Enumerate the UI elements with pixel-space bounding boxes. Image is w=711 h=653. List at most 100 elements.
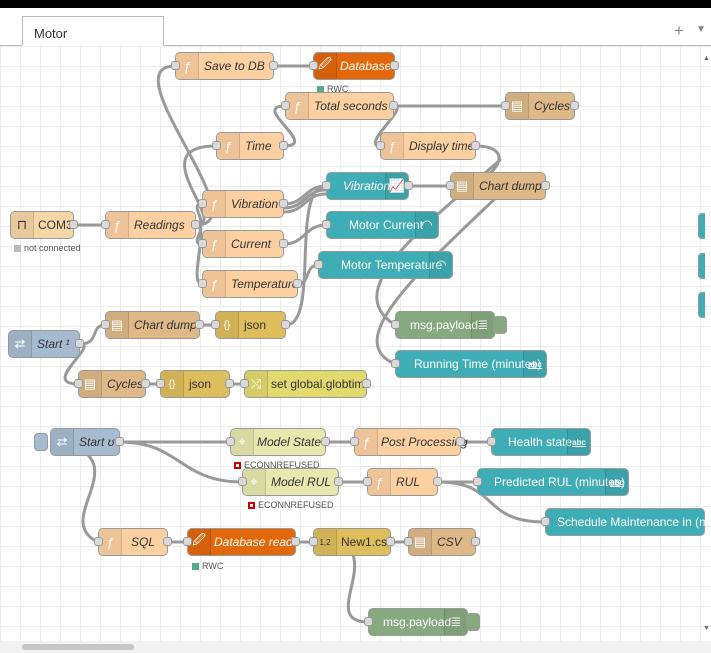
chevron-down-icon[interactable]: ▼ bbox=[696, 24, 706, 35]
node-msg-payload2[interactable]: msg.payload ≣ bbox=[364, 608, 468, 636]
input-port[interactable] bbox=[101, 220, 110, 229]
debug-toggle-button[interactable] bbox=[466, 613, 480, 631]
node-chart-dump-read[interactable]: ▤ Chart dump bbox=[101, 311, 204, 339]
node-temperature-fn[interactable]: ƒ Temperature bbox=[198, 270, 302, 298]
output-port[interactable] bbox=[389, 101, 398, 110]
input-port[interactable] bbox=[309, 61, 318, 70]
node-display-time[interactable]: ƒ Display time bbox=[376, 132, 480, 160]
node-current-fn[interactable]: ƒ Current bbox=[198, 230, 288, 258]
inject-button[interactable] bbox=[34, 433, 48, 451]
node-cycles-read[interactable]: ▤ Cycles bbox=[74, 370, 150, 398]
node-cycles-file[interactable]: ▤ Cycles bbox=[501, 92, 579, 120]
input-port[interactable] bbox=[240, 379, 249, 388]
output-port[interactable] bbox=[191, 220, 200, 229]
node-database[interactable]: 🖉 Database bbox=[309, 52, 399, 80]
output-port[interactable] bbox=[570, 101, 579, 110]
node-schedule-maintenance[interactable]: Schedule Maintenance in (mins) bbox=[541, 508, 711, 536]
horizontal-scrollbar[interactable] bbox=[0, 641, 711, 653]
input-port[interactable] bbox=[183, 537, 192, 546]
node-time[interactable]: ƒ Time bbox=[212, 132, 288, 160]
input-port[interactable] bbox=[322, 181, 331, 190]
node-predicted-rul[interactable]: Predicted RUL (minutes) abc bbox=[473, 468, 629, 496]
input-port[interactable] bbox=[541, 517, 550, 526]
output-port[interactable] bbox=[541, 181, 550, 190]
output-port[interactable] bbox=[456, 437, 465, 446]
node-model-state[interactable]: ⌖ Model State bbox=[226, 428, 330, 456]
node-save-to-db[interactable]: ƒ Save to DB bbox=[171, 52, 278, 80]
node-vibration-fn[interactable]: ƒ Vibration bbox=[198, 190, 288, 218]
input-port[interactable] bbox=[391, 359, 400, 368]
output-port[interactable] bbox=[386, 537, 395, 546]
input-port[interactable] bbox=[226, 437, 235, 446]
offscreen-node-edge[interactable] bbox=[698, 213, 705, 239]
output-port[interactable] bbox=[334, 477, 343, 486]
input-port[interactable] bbox=[501, 101, 510, 110]
input-port[interactable] bbox=[171, 61, 180, 70]
input-port[interactable] bbox=[211, 320, 220, 329]
node-vibration-chart[interactable]: Vibration 📈 bbox=[322, 172, 413, 200]
output-port[interactable] bbox=[115, 437, 124, 446]
node-chart-dump-write[interactable]: ▤ Chart dump bbox=[446, 172, 550, 200]
input-port[interactable] bbox=[363, 477, 372, 486]
output-port[interactable] bbox=[279, 199, 288, 208]
scrollbar-thumb[interactable] bbox=[22, 644, 134, 650]
output-port[interactable] bbox=[291, 537, 300, 546]
node-running-time[interactable]: Running Time (minutes) abc bbox=[391, 350, 547, 378]
tab-motor[interactable]: Motor bbox=[22, 16, 164, 46]
node-health-state[interactable]: Health state abc bbox=[487, 428, 591, 456]
output-port[interactable] bbox=[293, 279, 302, 288]
node-post-processing[interactable]: ƒ Post Processing bbox=[350, 428, 468, 456]
offscreen-node-edge[interactable] bbox=[698, 253, 705, 279]
output-port[interactable] bbox=[75, 339, 84, 348]
debug-toggle-button[interactable] bbox=[493, 316, 507, 334]
node-sql[interactable]: ƒ SQL bbox=[94, 528, 172, 556]
input-port[interactable] bbox=[309, 537, 318, 546]
node-motor-current[interactable]: Motor Current ◠ bbox=[322, 211, 439, 239]
input-port[interactable] bbox=[212, 141, 221, 150]
node-total-seconds[interactable]: ƒ Total seconds bbox=[281, 92, 398, 120]
node-csv-file[interactable]: ▤ CSV bbox=[404, 528, 480, 556]
input-port[interactable] bbox=[238, 477, 247, 486]
scroll-down-arrow-icon[interactable]: ▼ bbox=[703, 625, 710, 632]
scroll-up-arrow-icon[interactable]: ▲ bbox=[703, 55, 710, 62]
output-port[interactable] bbox=[69, 220, 78, 229]
output-port[interactable] bbox=[269, 61, 278, 70]
output-port[interactable] bbox=[321, 437, 330, 446]
input-port[interactable] bbox=[198, 279, 207, 288]
offscreen-node-edge[interactable] bbox=[698, 292, 705, 318]
input-port[interactable] bbox=[446, 181, 455, 190]
input-port[interactable] bbox=[473, 477, 482, 486]
output-port[interactable] bbox=[433, 477, 442, 486]
output-port[interactable] bbox=[279, 141, 288, 150]
node-set-global[interactable]: ⤭ set global.globtime bbox=[240, 370, 371, 398]
output-port[interactable] bbox=[404, 181, 413, 190]
input-port[interactable] bbox=[281, 101, 290, 110]
input-port[interactable] bbox=[198, 239, 207, 248]
input-port[interactable] bbox=[487, 437, 496, 446]
input-port[interactable] bbox=[101, 320, 110, 329]
input-port[interactable] bbox=[364, 617, 373, 626]
input-port[interactable] bbox=[404, 537, 413, 546]
output-port[interactable] bbox=[195, 320, 204, 329]
output-port[interactable] bbox=[471, 537, 480, 546]
input-port[interactable] bbox=[156, 379, 165, 388]
node-model-rul[interactable]: ⌖ Model RUL bbox=[238, 468, 343, 496]
node-database-read[interactable]: 🖉 Database read bbox=[183, 528, 300, 556]
output-port[interactable] bbox=[281, 320, 290, 329]
input-port[interactable] bbox=[314, 260, 323, 269]
input-port[interactable] bbox=[322, 220, 331, 229]
node-start-u[interactable]: ⇄ Start ʊ bbox=[50, 428, 124, 456]
output-port[interactable] bbox=[390, 61, 399, 70]
input-port[interactable] bbox=[74, 379, 83, 388]
node-readings[interactable]: ƒ Readings bbox=[101, 211, 200, 239]
input-port[interactable] bbox=[376, 141, 385, 150]
node-start1[interactable]: ⇄ Start ¹ bbox=[8, 330, 84, 358]
output-port[interactable] bbox=[279, 239, 288, 248]
node-com3[interactable]: ⊓ COM3 bbox=[10, 211, 78, 239]
node-new1-csv[interactable]: 1,2 New1.csv bbox=[309, 528, 395, 556]
output-port[interactable] bbox=[362, 379, 371, 388]
add-tab-icon[interactable]: + bbox=[674, 21, 684, 40]
output-port[interactable] bbox=[163, 537, 172, 546]
node-msg-payload1[interactable]: msg.payload ≣ bbox=[391, 311, 495, 339]
input-port[interactable] bbox=[198, 199, 207, 208]
